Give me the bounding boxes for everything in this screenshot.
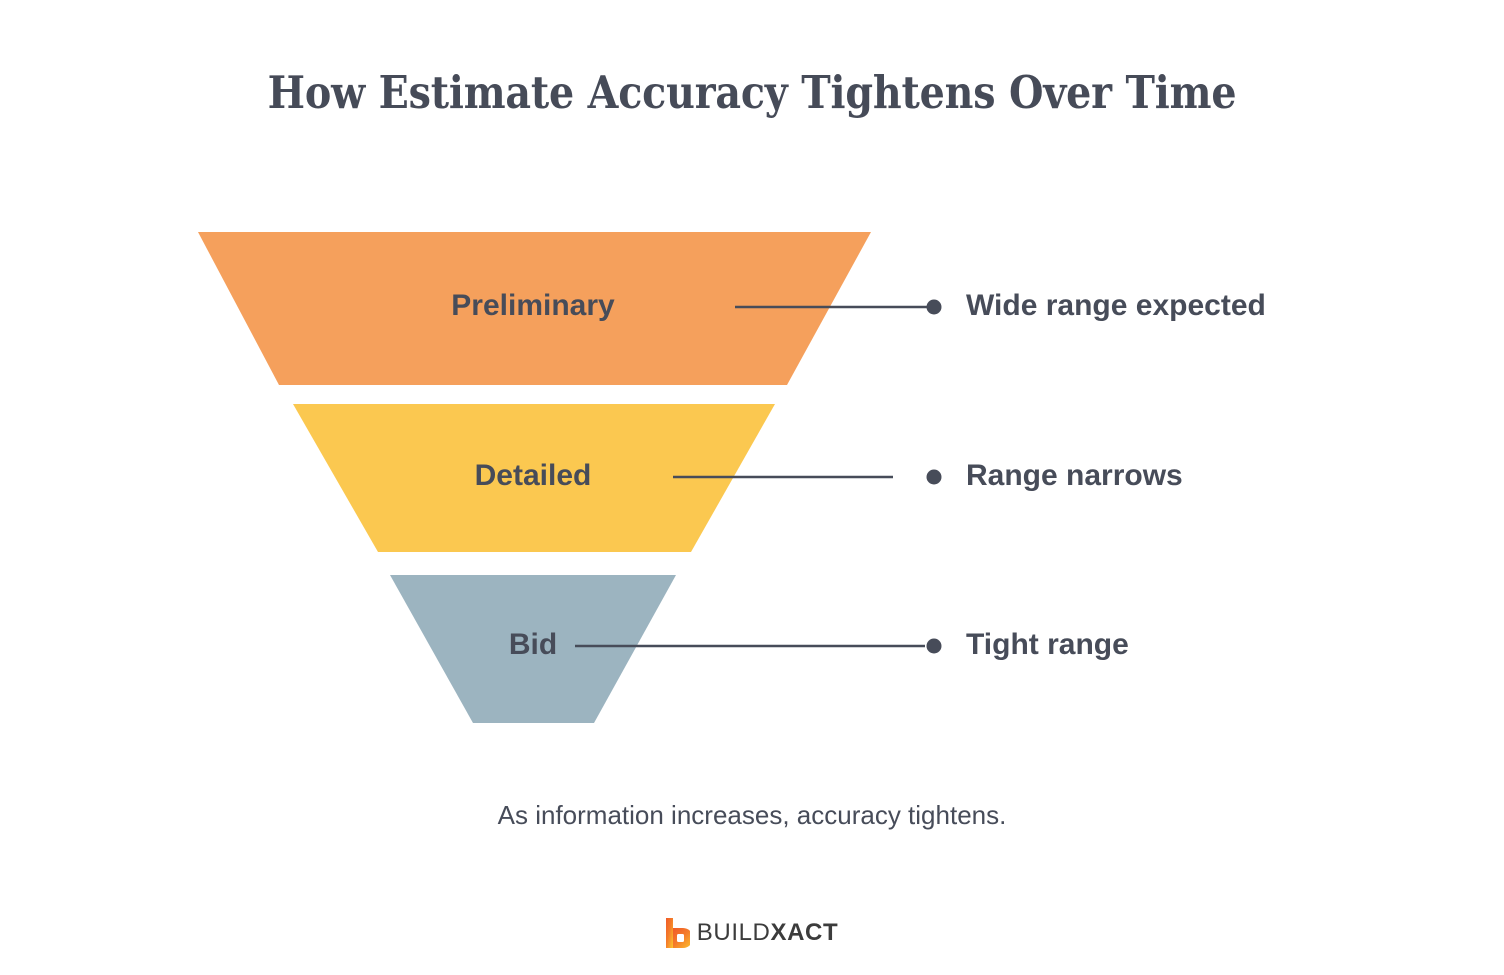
callout-text-bid: Tight range [966,628,1129,661]
logo-word-build: BUILD [696,919,771,946]
funnel-stage-preliminary[interactable]: Preliminary Wide range expected [198,232,1266,385]
funnel-label-detailed: Detailed [475,459,592,492]
page-title: How Estimate Accuracy Tightens Over Time [267,66,1237,119]
buildxact-b-mark-icon [665,918,690,948]
callout-dot-detailed [926,469,942,485]
funnel-segment-bid-shape[interactable] [390,575,676,723]
funnel-segment-preliminary-shape[interactable] [198,232,871,385]
buildxact-logo: BUILDXACT [0,918,1504,948]
buildxact-wordmark: BUILDXACT [697,921,838,945]
callout-text-detailed: Range narrows [966,459,1183,492]
funnel-stage-bid[interactable]: Bid Tight range [390,575,1129,723]
logo-word-xact: XACT [770,919,839,946]
funnel-label-preliminary: Preliminary [451,289,615,322]
callout-dot-preliminary [926,299,942,315]
callout-text-preliminary: Wide range expected [966,289,1266,322]
funnel-stage-detailed[interactable]: Detailed Range narrows [293,404,1183,552]
caption-text: As information increases, accuracy tight… [497,800,1007,830]
funnel-label-bid: Bid [509,628,557,661]
callout-dot-bid [926,638,942,654]
funnel-segment-detailed-shape[interactable] [293,404,775,552]
